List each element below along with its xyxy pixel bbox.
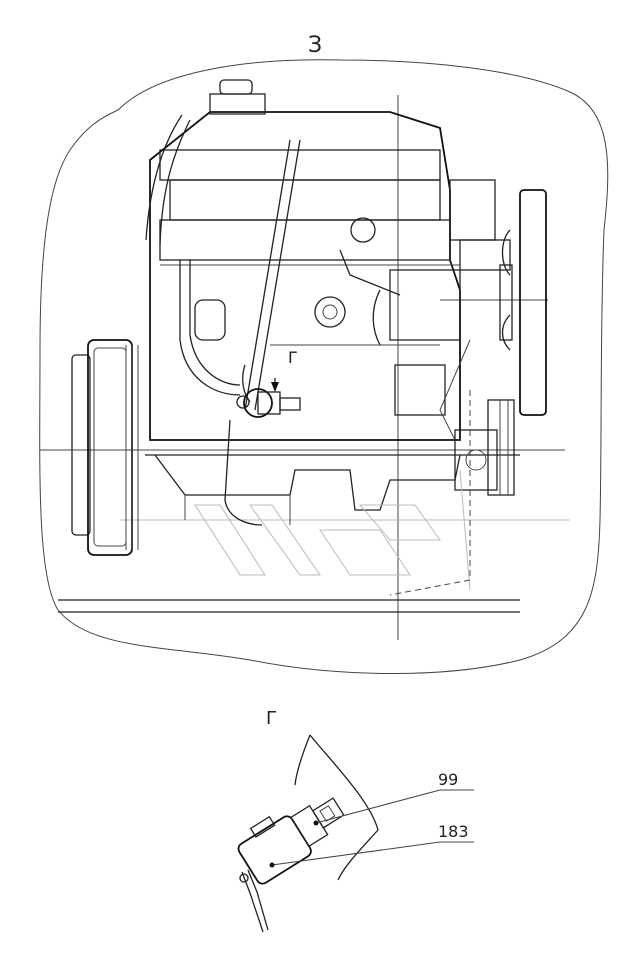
part-number-183: 183	[438, 822, 469, 841]
filler-cap	[209, 79, 266, 115]
part-number-99: 99	[438, 770, 458, 789]
detail-label: Г	[266, 708, 277, 729]
center-lines	[40, 95, 570, 640]
solenoid-assembly	[236, 364, 301, 418]
background-watermark	[194, 469, 471, 591]
detail-view	[237, 734, 474, 933]
fan-and-pulleys	[449, 179, 547, 496]
pipes-and-cables	[145, 114, 471, 526]
detail-callout: Г	[288, 348, 298, 367]
base-frame	[58, 454, 520, 613]
view-label: З	[308, 33, 322, 58]
view-boundary	[39, 59, 609, 675]
engine-block	[149, 111, 461, 441]
oil-pan	[154, 454, 461, 525]
phantom-edge	[389, 390, 471, 596]
flywheel	[71, 339, 139, 556]
